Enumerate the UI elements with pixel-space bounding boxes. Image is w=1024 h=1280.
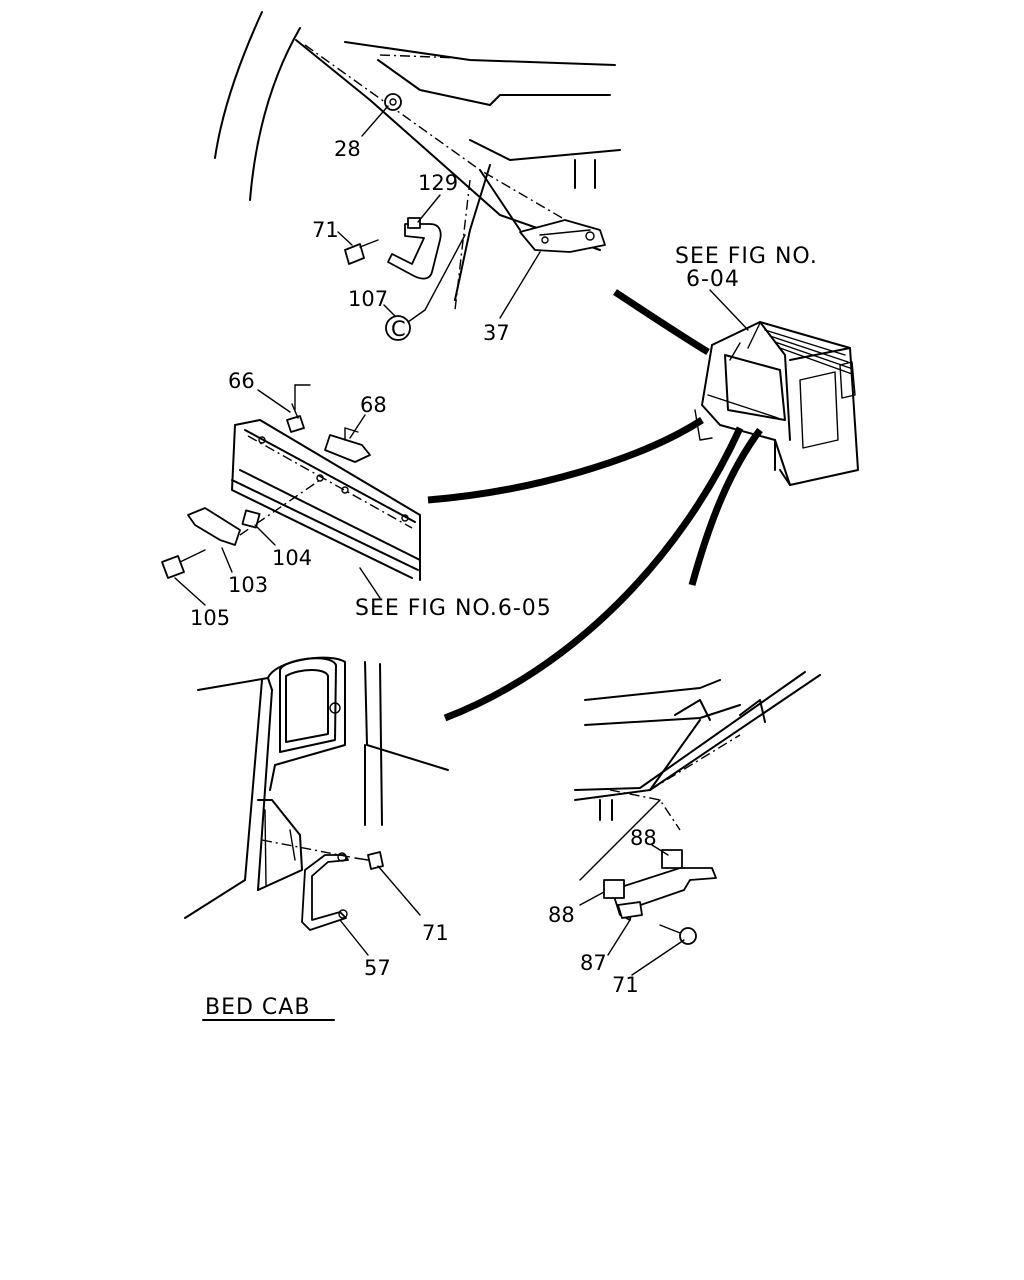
callout-71-top: 71: [312, 218, 339, 242]
bracket-68: [324, 427, 371, 463]
callout-88-lower: 88: [548, 903, 575, 927]
callout-37: 37: [483, 321, 510, 345]
reference-labels: SEE FIG NO. 6-04 SEE FIG NO.6-05: [355, 244, 818, 621]
connector-lines: [427, 289, 763, 722]
c-clip-icon: C: [391, 317, 406, 341]
see-fig-604-line1: SEE FIG NO.: [675, 244, 818, 269]
handle-129: [387, 217, 442, 280]
screw-71-top: [344, 239, 379, 265]
screw-71-bottom-right: [659, 924, 697, 945]
nut-104: [241, 509, 261, 529]
bottom-right-assembly: [574, 671, 821, 976]
see-fig-604-line2: 6-04: [686, 267, 740, 292]
center-panel-assembly: [161, 384, 421, 606]
callout-labels: 28 129 71 107 37 66 68 104 103 105 71 57…: [190, 137, 657, 997]
see-fig-605: SEE FIG NO.6-05: [355, 596, 552, 621]
cab-illustration: [694, 321, 859, 486]
section-title-bed-cab: BED CAB: [205, 995, 310, 1020]
callout-129: 129: [418, 171, 458, 195]
callout-57: 57: [364, 956, 391, 980]
callout-66: 66: [228, 369, 255, 393]
callout-103: 103: [228, 573, 268, 597]
bolt-105: [161, 549, 206, 579]
top-assembly: C: [214, 11, 621, 341]
callout-71-bottom-right: 71: [612, 973, 639, 997]
screw-71-bottom-left: [354, 851, 384, 870]
bed-cab-assembly: [184, 656, 449, 956]
bracket-37: [519, 219, 606, 253]
section-title-group: BED CAB: [202, 995, 335, 1021]
callout-88-upper: 88: [630, 826, 657, 850]
grab-bar-57: [301, 852, 349, 931]
bracket-103: [187, 507, 241, 546]
bolt-28: [384, 93, 402, 111]
bolt-66: [286, 384, 311, 433]
callout-104: 104: [272, 546, 312, 570]
callout-105: 105: [190, 606, 230, 630]
callout-28: 28: [334, 137, 361, 161]
callout-68: 68: [360, 393, 387, 417]
handle-assembly-87: [603, 849, 717, 921]
callout-107: 107: [348, 287, 388, 311]
clip-107: C: [385, 309, 426, 341]
callout-71-bottom-left: 71: [422, 921, 449, 945]
callout-87: 87: [580, 951, 607, 975]
